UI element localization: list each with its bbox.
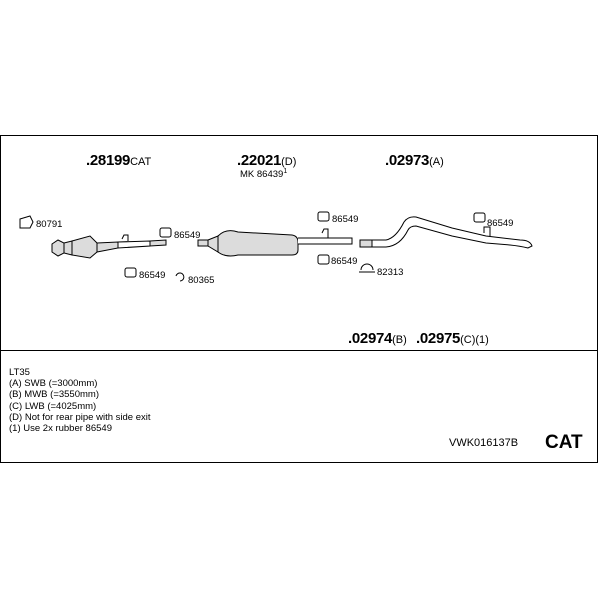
note-line: (1) Use 2x rubber 86549 xyxy=(9,423,112,435)
note-line: (B) MWB (=3550mm) xyxy=(9,389,99,401)
diagram-frame xyxy=(0,135,598,463)
notes-list: LT35 (A) SWB (=3000mm) (B) MWB (=3550mm)… xyxy=(9,367,151,434)
accessory-label: 86549 xyxy=(331,256,358,267)
part-suffix: (D) xyxy=(281,156,297,168)
rubber-hanger-icon xyxy=(317,211,330,222)
catalytic-converter-drawing xyxy=(51,234,167,259)
part-suffix: (B) xyxy=(392,334,407,346)
rubber-hanger-icon xyxy=(159,227,172,238)
part-number-rear-pipe-a: .02973(A) xyxy=(385,153,444,169)
accessory-label: 80365 xyxy=(188,275,215,286)
accessory-label: 86549 xyxy=(174,230,201,241)
part-number-catalytic-converter: .28199CAT xyxy=(86,153,151,169)
kit-code: VWK016137B xyxy=(449,437,519,449)
part-suffix: (A) xyxy=(429,156,444,168)
rubber-hanger-icon xyxy=(473,212,486,223)
mk-label: MK 864391 xyxy=(240,168,287,180)
note-line: (A) SWB (=3000mm) xyxy=(9,378,98,390)
mk-note: 1 xyxy=(283,168,288,175)
part-suffix: (C)(1) xyxy=(460,334,489,346)
rubber-hanger-icon xyxy=(317,254,330,265)
kit-type: CAT xyxy=(545,432,583,453)
u-bolt-clamp-icon xyxy=(359,263,375,273)
part-suffix: CAT xyxy=(130,156,152,168)
mk-label-text: MK 86439 xyxy=(240,169,284,181)
rubber-hanger-icon xyxy=(124,267,137,278)
accessory-label: 80791 xyxy=(36,219,63,230)
rear-pipe-drawing xyxy=(359,216,533,249)
accessory-label: 86549 xyxy=(332,214,359,225)
part-number: .02974 xyxy=(348,330,393,347)
center-silencer-drawing xyxy=(197,228,353,257)
part-number: .22021 xyxy=(237,152,282,169)
part-number: .28199 xyxy=(86,152,131,169)
note-line: LT35 xyxy=(9,367,30,378)
note-line: (C) LWB (=4025mm) xyxy=(9,400,97,412)
clamp-icon xyxy=(175,272,185,282)
gasket-icon xyxy=(19,215,34,229)
part-number: .02973 xyxy=(385,152,430,169)
note-line: (D) Not for rear pipe with side exit xyxy=(9,411,151,423)
accessory-label: 86549 xyxy=(487,218,514,229)
accessory-label: 82313 xyxy=(377,267,404,278)
accessory-label: 86549 xyxy=(139,270,166,281)
part-number-rear-pipe-b: .02974(B) xyxy=(348,331,407,347)
part-number-rear-pipe-c: .02975(C)(1) xyxy=(416,331,489,347)
notes-divider xyxy=(0,350,598,351)
part-number-center-silencer: .22021(D) xyxy=(237,153,296,169)
part-number: .02975 xyxy=(416,330,461,347)
